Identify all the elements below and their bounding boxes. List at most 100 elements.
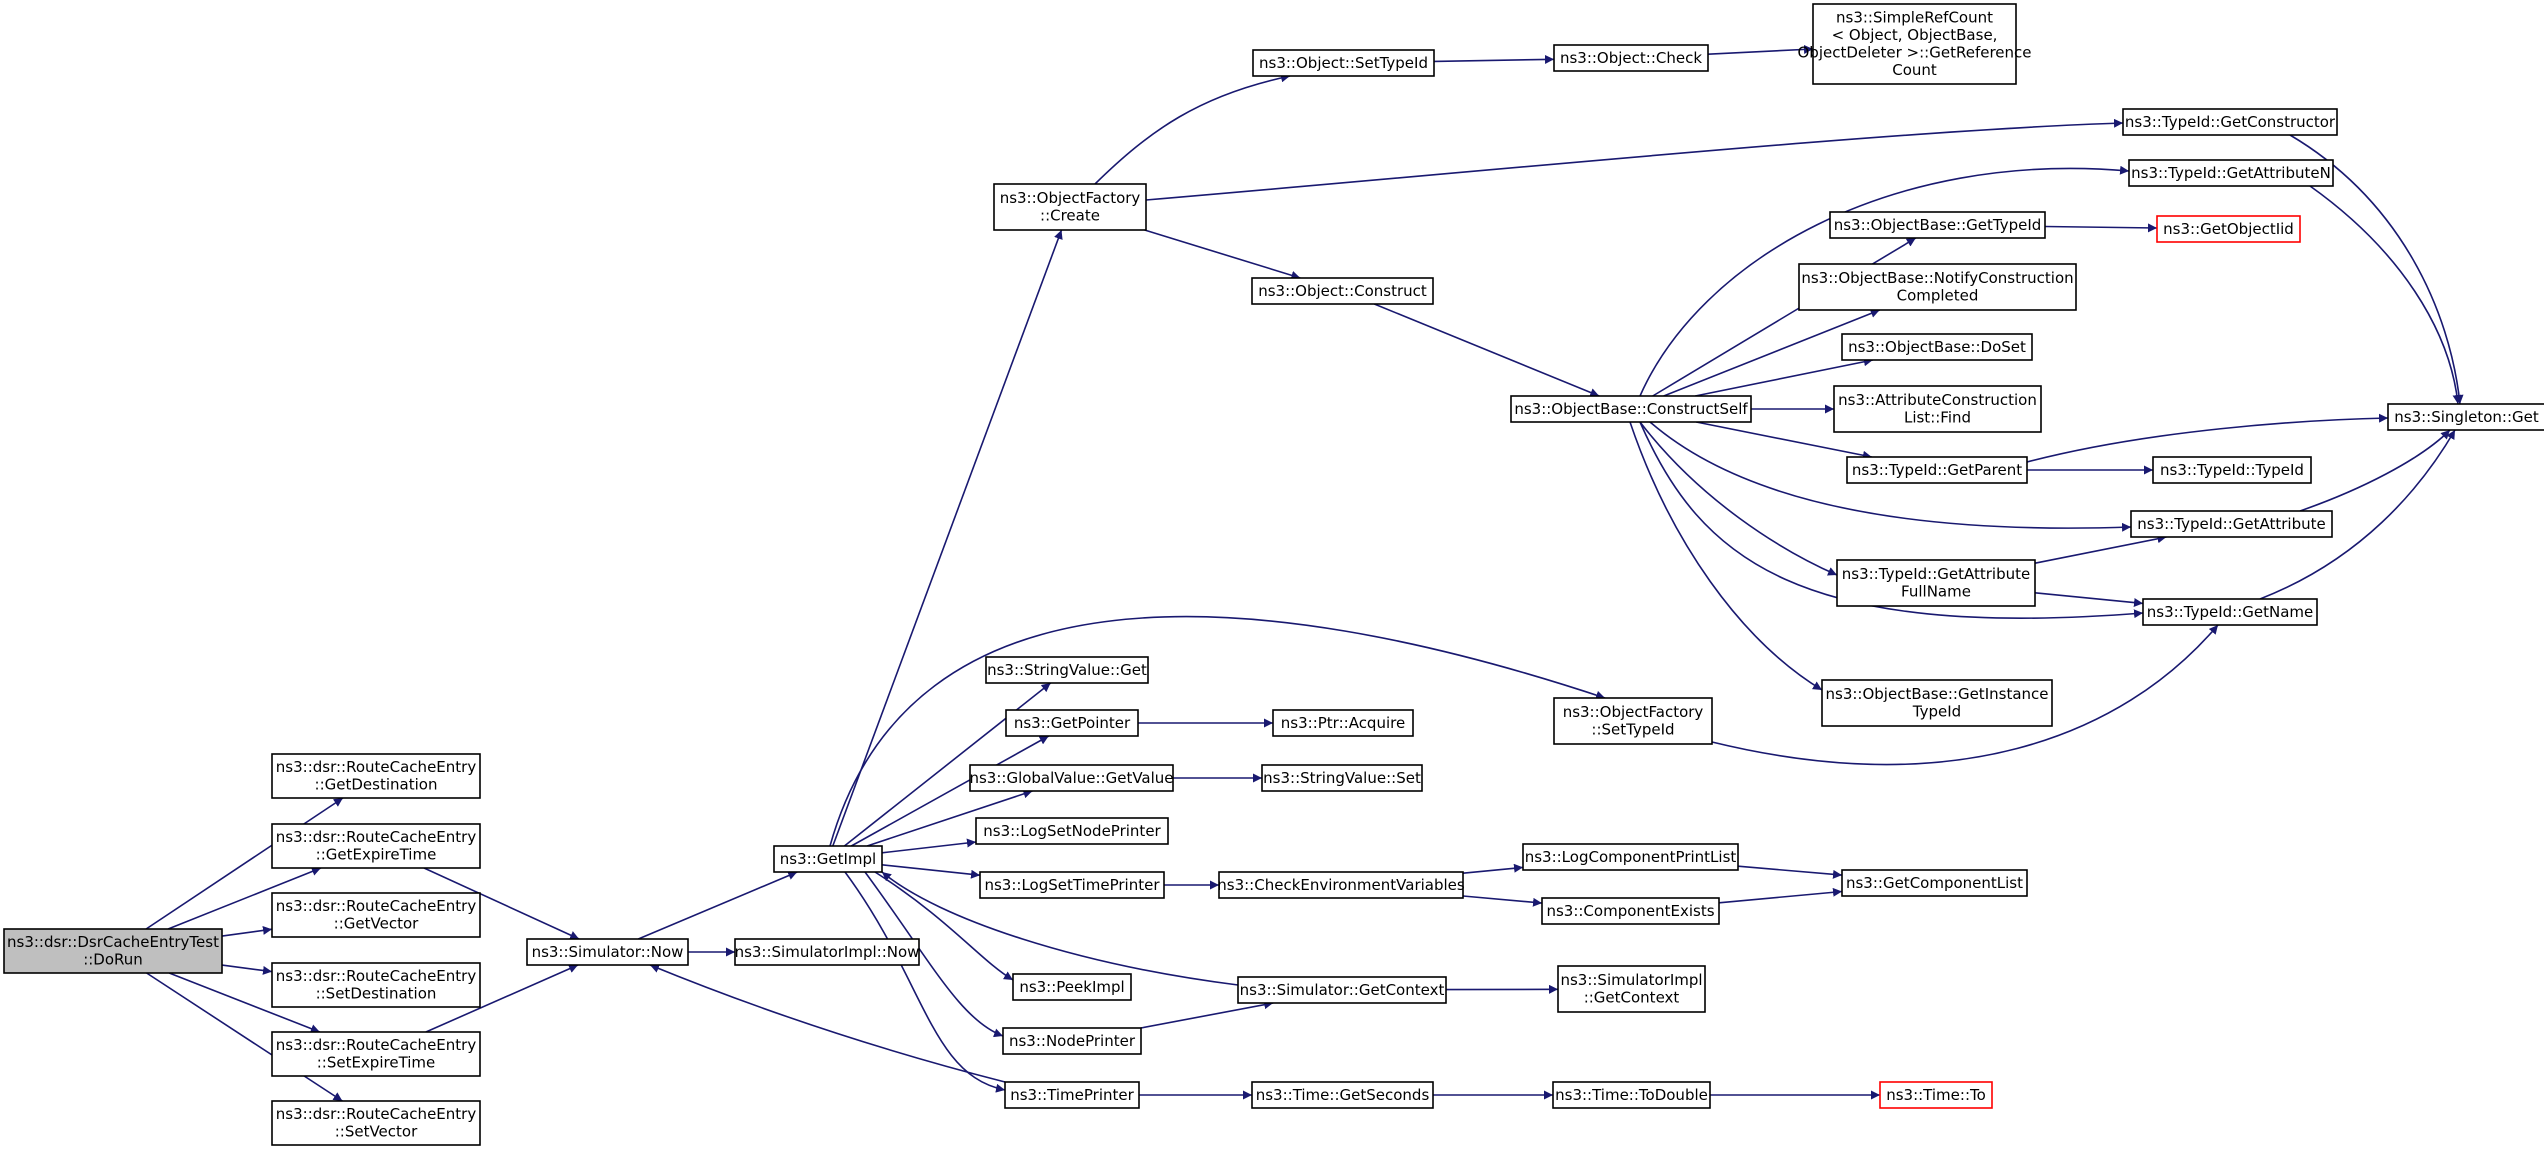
- node-label-line: ns3::ObjectBase::DoSet: [1848, 338, 2026, 356]
- node-objconstruct[interactable]: ns3::Object::Construct: [1251, 277, 1434, 305]
- node-tidgetattrn[interactable]: ns3::TypeId::GetAttributeN: [2128, 159, 2334, 187]
- node-box: [1841, 869, 2028, 897]
- node-box: [979, 871, 1165, 899]
- edge-checkenv-to-logcompprintlist: [1462, 863, 1524, 874]
- node-label-line: ns3::ObjectBase::ConstructSelf: [1514, 400, 1748, 418]
- node-dorun[interactable]: ns3::dsr::DsrCacheEntryTest::DoRun: [3, 928, 223, 974]
- node-peekimpl[interactable]: ns3::PeekImpl: [1012, 973, 1132, 1001]
- node-tidgetname[interactable]: ns3::TypeId::GetName: [2142, 598, 2318, 626]
- node-label-line: ::GetContext: [1584, 989, 1680, 1007]
- node-box: [2156, 215, 2301, 243]
- node-ptracquire[interactable]: ns3::Ptr::Acquire: [1272, 709, 1414, 737]
- edge-tidgetattrn-to-singletonget: [2309, 185, 2462, 405]
- node-label-line: ns3::SimulatorImpl: [1560, 971, 1702, 989]
- node-setexpire[interactable]: ns3::dsr::RouteCacheEntry::SetExpireTime: [271, 1031, 481, 1077]
- node-label-line: ns3::GlobalValue::GetValue: [969, 769, 1173, 787]
- edge-objsettypeid-to-objcheck: [1433, 54, 1555, 64]
- node-obdoset[interactable]: ns3::ObjectBase::DoSet: [1841, 333, 2033, 361]
- node-getvector[interactable]: ns3::dsr::RouteCacheEntry::GetVector: [271, 892, 481, 938]
- node-tidtypeid[interactable]: ns3::TypeId::TypeId: [2152, 456, 2312, 484]
- edge-tidgetparent-to-singletonget: [2026, 413, 2389, 463]
- node-stringget[interactable]: ns3::StringValue::Get: [985, 656, 1149, 684]
- node-label-line: ns3::PeekImpl: [1019, 978, 1124, 996]
- node-box: [969, 764, 1174, 792]
- node-timegetsec[interactable]: ns3::Time::GetSeconds: [1251, 1081, 1434, 1109]
- node-box: [271, 823, 481, 869]
- node-getdest[interactable]: ns3::dsr::RouteCacheEntry::GetDestinatio…: [271, 753, 481, 799]
- node-checkenv[interactable]: ns3::CheckEnvironmentVariables: [1217, 871, 1465, 899]
- node-gvgetvalue[interactable]: ns3::GlobalValue::GetValue: [969, 764, 1174, 792]
- node-box: [2130, 510, 2333, 538]
- node-timeprinter[interactable]: ns3::TimePrinter: [1004, 1081, 1140, 1109]
- node-tidgetparent[interactable]: ns3::TypeId::GetParent: [1846, 456, 2028, 484]
- node-label-line: ns3::dsr::RouteCacheEntry: [276, 1105, 477, 1123]
- edge-tidgetattr-to-singletonget: [2299, 429, 2451, 512]
- edge-obconstructself-to-obdoset: [1695, 357, 1873, 397]
- edge-getimpl-to-logsettime: [881, 864, 981, 879]
- edge-obgettypeid-to-getobjectiid: [2044, 223, 2158, 233]
- node-stringset[interactable]: ns3::StringValue::Set: [1261, 764, 1423, 792]
- node-simimplgetctx[interactable]: ns3::SimulatorImpl::GetContext: [1557, 965, 1706, 1013]
- node-getcomplist[interactable]: ns3::GetComponentList: [1841, 869, 2028, 897]
- node-getpointer[interactable]: ns3::GetPointer: [1005, 709, 1139, 737]
- node-box: [1002, 1027, 1142, 1055]
- node-nodeprinter[interactable]: ns3::NodePrinter: [1002, 1027, 1142, 1055]
- edge-dorun-to-getvector: [221, 925, 273, 937]
- node-box: [993, 183, 1147, 231]
- node-label-line: ns3::GetComponentList: [1846, 874, 2023, 892]
- edge-getimpl-to-gvgetvalue: [866, 789, 1033, 847]
- node-compexists[interactable]: ns3::ComponentExists: [1541, 897, 1720, 925]
- node-timeto[interactable]: ns3::Time::To: [1879, 1081, 1993, 1109]
- node-setdest[interactable]: ns3::dsr::RouteCacheEntry::SetDestinatio…: [271, 962, 481, 1008]
- edge-dorun-to-getdest: [145, 797, 344, 930]
- node-label-line: ns3::SimpleRefCount: [1836, 9, 1993, 27]
- node-logsetnode[interactable]: ns3::LogSetNodePrinter: [975, 817, 1169, 845]
- node-getexpire[interactable]: ns3::dsr::RouteCacheEntry::GetExpireTime: [271, 823, 481, 869]
- node-timetodouble[interactable]: ns3::Time::ToDouble: [1552, 1081, 1711, 1109]
- node-tidgetctor[interactable]: ns3::TypeId::GetConstructor: [2122, 108, 2338, 136]
- node-logcompprintlist[interactable]: ns3::LogComponentPrintList: [1522, 843, 1739, 871]
- node-label-line: ns3::TypeId::GetAttributeN: [2131, 164, 2331, 182]
- node-label-line: ::SetVector: [335, 1123, 418, 1141]
- node-obnotify[interactable]: ns3::ObjectBase::NotifyConstructionCompl…: [1798, 263, 2077, 311]
- node-singletonget[interactable]: ns3::Singleton::Get: [2387, 403, 2544, 431]
- node-label-line: ns3::TypeId::GetAttribute: [2137, 515, 2325, 533]
- edge-nodeprinter-to-simgetctx: [1140, 1000, 1274, 1029]
- node-ofsettypeid[interactable]: ns3::ObjectFactory::SetTypeId: [1553, 697, 1713, 745]
- nodes-layer: ns3::dsr::DsrCacheEntryTest::DoRunns3::d…: [3, 3, 2544, 1146]
- node-objsettypeid[interactable]: ns3::Object::SetTypeId: [1252, 49, 1435, 77]
- node-label-line: < Object, ObjectBase,: [1832, 26, 1998, 44]
- edges-layer: [145, 44, 2464, 1102]
- node-label-line: ns3::ObjectFactory: [1563, 703, 1704, 721]
- node-obconstructself[interactable]: ns3::ObjectBase::ConstructSelf: [1510, 395, 1752, 423]
- node-setvector[interactable]: ns3::dsr::RouteCacheEntry::SetVector: [271, 1100, 481, 1146]
- node-getobjectiid[interactable]: ns3::GetObjectIid: [2156, 215, 2301, 243]
- node-ofcreate[interactable]: ns3::ObjectFactory::Create: [993, 183, 1147, 231]
- node-simplerefcount[interactable]: ns3::SimpleRefCount< Object, ObjectBase,…: [1797, 3, 2032, 85]
- node-label-line: ::GetVector: [334, 915, 419, 933]
- node-getimpl[interactable]: ns3::GetImpl: [773, 845, 883, 873]
- edge-getexpire-to-simnow: [423, 867, 580, 940]
- node-label-line: ::SetTypeId: [1591, 721, 1674, 739]
- node-obgettypeid[interactable]: ns3::ObjectBase::GetTypeId: [1829, 211, 2046, 239]
- node-label-line: ns3::TypeId::GetAttribute: [1842, 565, 2030, 583]
- node-label-line: ns3::Time::ToDouble: [1555, 1086, 1708, 1104]
- node-objcheck[interactable]: ns3::Object::Check: [1553, 44, 1709, 72]
- node-simnow[interactable]: ns3::Simulator::Now: [526, 938, 689, 966]
- node-simimplnow[interactable]: ns3::SimulatorImpl::Now: [734, 938, 920, 966]
- edge-dorun-to-setvector: [146, 972, 343, 1102]
- node-label-line: ns3::Object::SetTypeId: [1259, 54, 1428, 72]
- node-logsettime[interactable]: ns3::LogSetTimePrinter: [979, 871, 1165, 899]
- node-label-line: ns3::GetPointer: [1014, 714, 1131, 732]
- node-box: [2128, 159, 2334, 187]
- node-simgetctx[interactable]: ns3::Simulator::GetContext: [1237, 976, 1447, 1004]
- node-box: [1841, 333, 2033, 361]
- node-box: [1821, 679, 2053, 727]
- node-tidgetattr[interactable]: ns3::TypeId::GetAttribute: [2130, 510, 2333, 538]
- node-box: [271, 962, 481, 1008]
- edge-ofcreate-to-objsettypeid: [1094, 73, 1291, 185]
